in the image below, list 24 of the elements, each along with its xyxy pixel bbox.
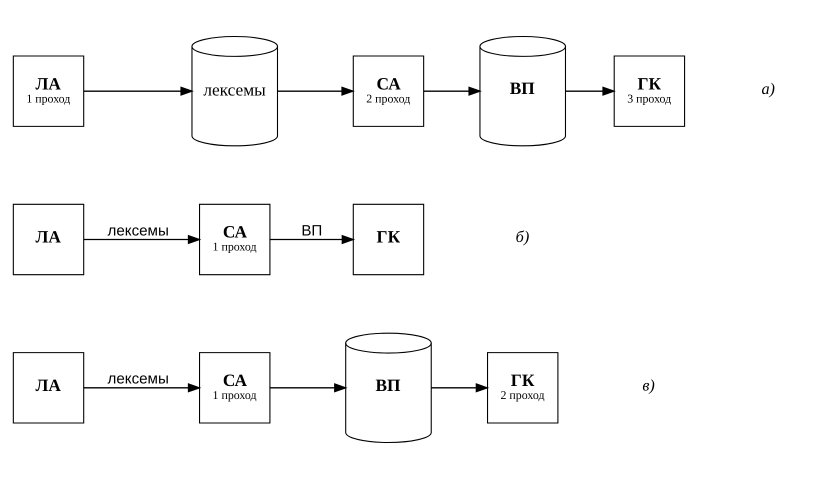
- edge-label: лексемы: [107, 370, 168, 388]
- node-box: ГК 2 проход: [486, 352, 558, 424]
- arrow: [83, 383, 201, 393]
- arrow: [83, 86, 194, 96]
- arrow: [565, 86, 616, 96]
- node-box: ЛА: [12, 352, 84, 424]
- node-box: СА 1 проход: [198, 352, 270, 424]
- arrow: [270, 383, 348, 393]
- node-box: СА 1 проход: [198, 204, 270, 276]
- node-box: ГК 3 проход: [613, 55, 685, 127]
- label: а): [760, 80, 774, 98]
- label: б): [515, 228, 529, 246]
- arrow: [423, 86, 482, 96]
- node-box: СА 2 проход: [352, 55, 424, 127]
- arrow: [277, 86, 354, 96]
- node-box: ЛА: [12, 204, 84, 276]
- arrow: [83, 234, 201, 244]
- arrow: [270, 234, 355, 244]
- label: в): [642, 376, 654, 395]
- node-box: ГК: [352, 204, 424, 276]
- arrow: [430, 383, 489, 393]
- edge-label: лексемы: [107, 222, 168, 240]
- edge-label: ВП: [300, 222, 322, 240]
- node-box: ЛА 1 проход: [12, 55, 84, 127]
